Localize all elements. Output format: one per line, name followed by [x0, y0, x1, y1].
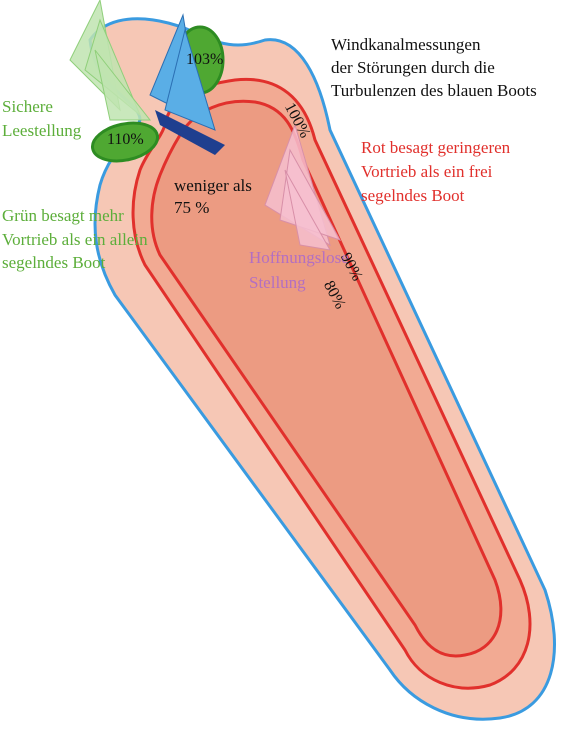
blue-boat — [149, 13, 225, 155]
green-note-line-3: segelndes Boot — [2, 253, 106, 272]
hopeless-line-2: Stellung — [249, 273, 306, 292]
red-note-line-1: Rot besagt geringeren — [361, 138, 511, 157]
red-note-line-2: Vortrieb als ein frei — [361, 162, 493, 181]
title-line-3: Turbulenzen des blauen Boots — [331, 81, 537, 100]
red-note-line-3: segelndes Boot — [361, 186, 465, 205]
contour-80 — [150, 99, 503, 658]
safe-leeward-line-2: Leestellung — [2, 121, 82, 140]
zone-110-area — [91, 121, 159, 163]
title-line-2: der Störungen durch die — [331, 58, 495, 77]
pink-boat — [264, 123, 342, 251]
green-note-line-2: Vortrieb als ein allein — [2, 230, 148, 249]
green-boat — [69, 0, 152, 121]
zone-110-label: 110% — [107, 131, 144, 148]
green-note-line-1: Grün besagt mehr — [2, 206, 124, 225]
zone-less-75-line-1: weniger als — [174, 176, 252, 195]
zone-less-75-line-2: 75 % — [174, 198, 210, 217]
title-line-1: Windkanalmessungen — [331, 35, 481, 54]
zone-103-label: 103% — [186, 51, 224, 68]
hopeless-line-1: Hoffnungslose — [249, 248, 349, 267]
safe-leeward-line-1: Sichere — [2, 97, 53, 116]
